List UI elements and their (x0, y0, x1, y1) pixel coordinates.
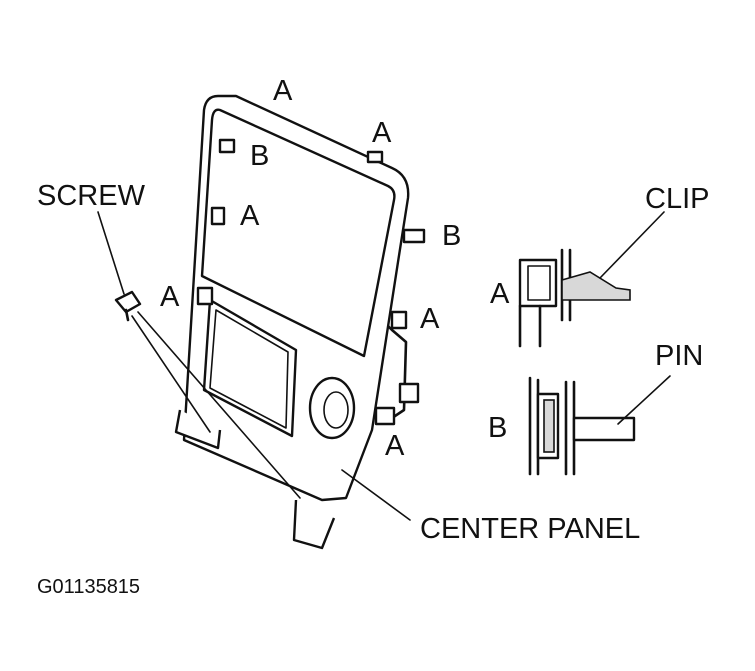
label-pin: PIN (655, 340, 703, 372)
tab-right-b (402, 228, 426, 244)
label-bottom-a: A (385, 430, 405, 462)
upper-window (200, 108, 396, 358)
lower-window-inner (209, 309, 289, 429)
label-center-panel: CENTER PANEL (420, 513, 640, 545)
tab-inner-a (210, 206, 226, 226)
tab-inner-b (218, 138, 236, 154)
rotary-knob (308, 376, 356, 440)
label-top-a2: A (372, 117, 392, 149)
pin-collar (543, 399, 555, 453)
clip-detail (518, 211, 665, 348)
label-left-a: A (160, 281, 180, 313)
center-panel-leader (341, 469, 411, 521)
clip-leader (599, 211, 665, 279)
label-right-b: B (442, 220, 461, 252)
screw-leader (97, 211, 125, 295)
pin-leader (617, 375, 671, 425)
label-right-a: A (420, 303, 440, 335)
tab-left-a (196, 286, 214, 306)
rotary-knob-inner (323, 391, 349, 429)
tab-right-a (390, 310, 408, 330)
screw-guide-line-2 (137, 311, 301, 499)
clip-detail-panel-inner (527, 265, 551, 301)
screw-guide-line-1 (131, 315, 211, 433)
label-inner-b: B (250, 140, 269, 172)
pin-detail (528, 375, 671, 476)
clip-body (561, 271, 631, 301)
label-top-a1: A (273, 75, 293, 107)
center-panel-assembly (97, 94, 426, 550)
pin-shaft (572, 416, 636, 442)
label-clip: CLIP (645, 183, 709, 215)
label-screw: SCREW (37, 180, 146, 212)
bottom-mount-tab (292, 499, 336, 550)
label-detail-b: B (488, 412, 507, 444)
tab-top-a (366, 150, 384, 164)
label-inner-a-left: A (240, 200, 260, 232)
left-mount-tab (174, 409, 222, 450)
tab-lower-knob (398, 382, 420, 404)
lower-window (202, 298, 298, 438)
screw-icon (114, 290, 142, 322)
tab-bottom-a (374, 406, 396, 426)
figure-id: G01135815 (37, 576, 140, 598)
label-detail-a: A (490, 278, 510, 310)
